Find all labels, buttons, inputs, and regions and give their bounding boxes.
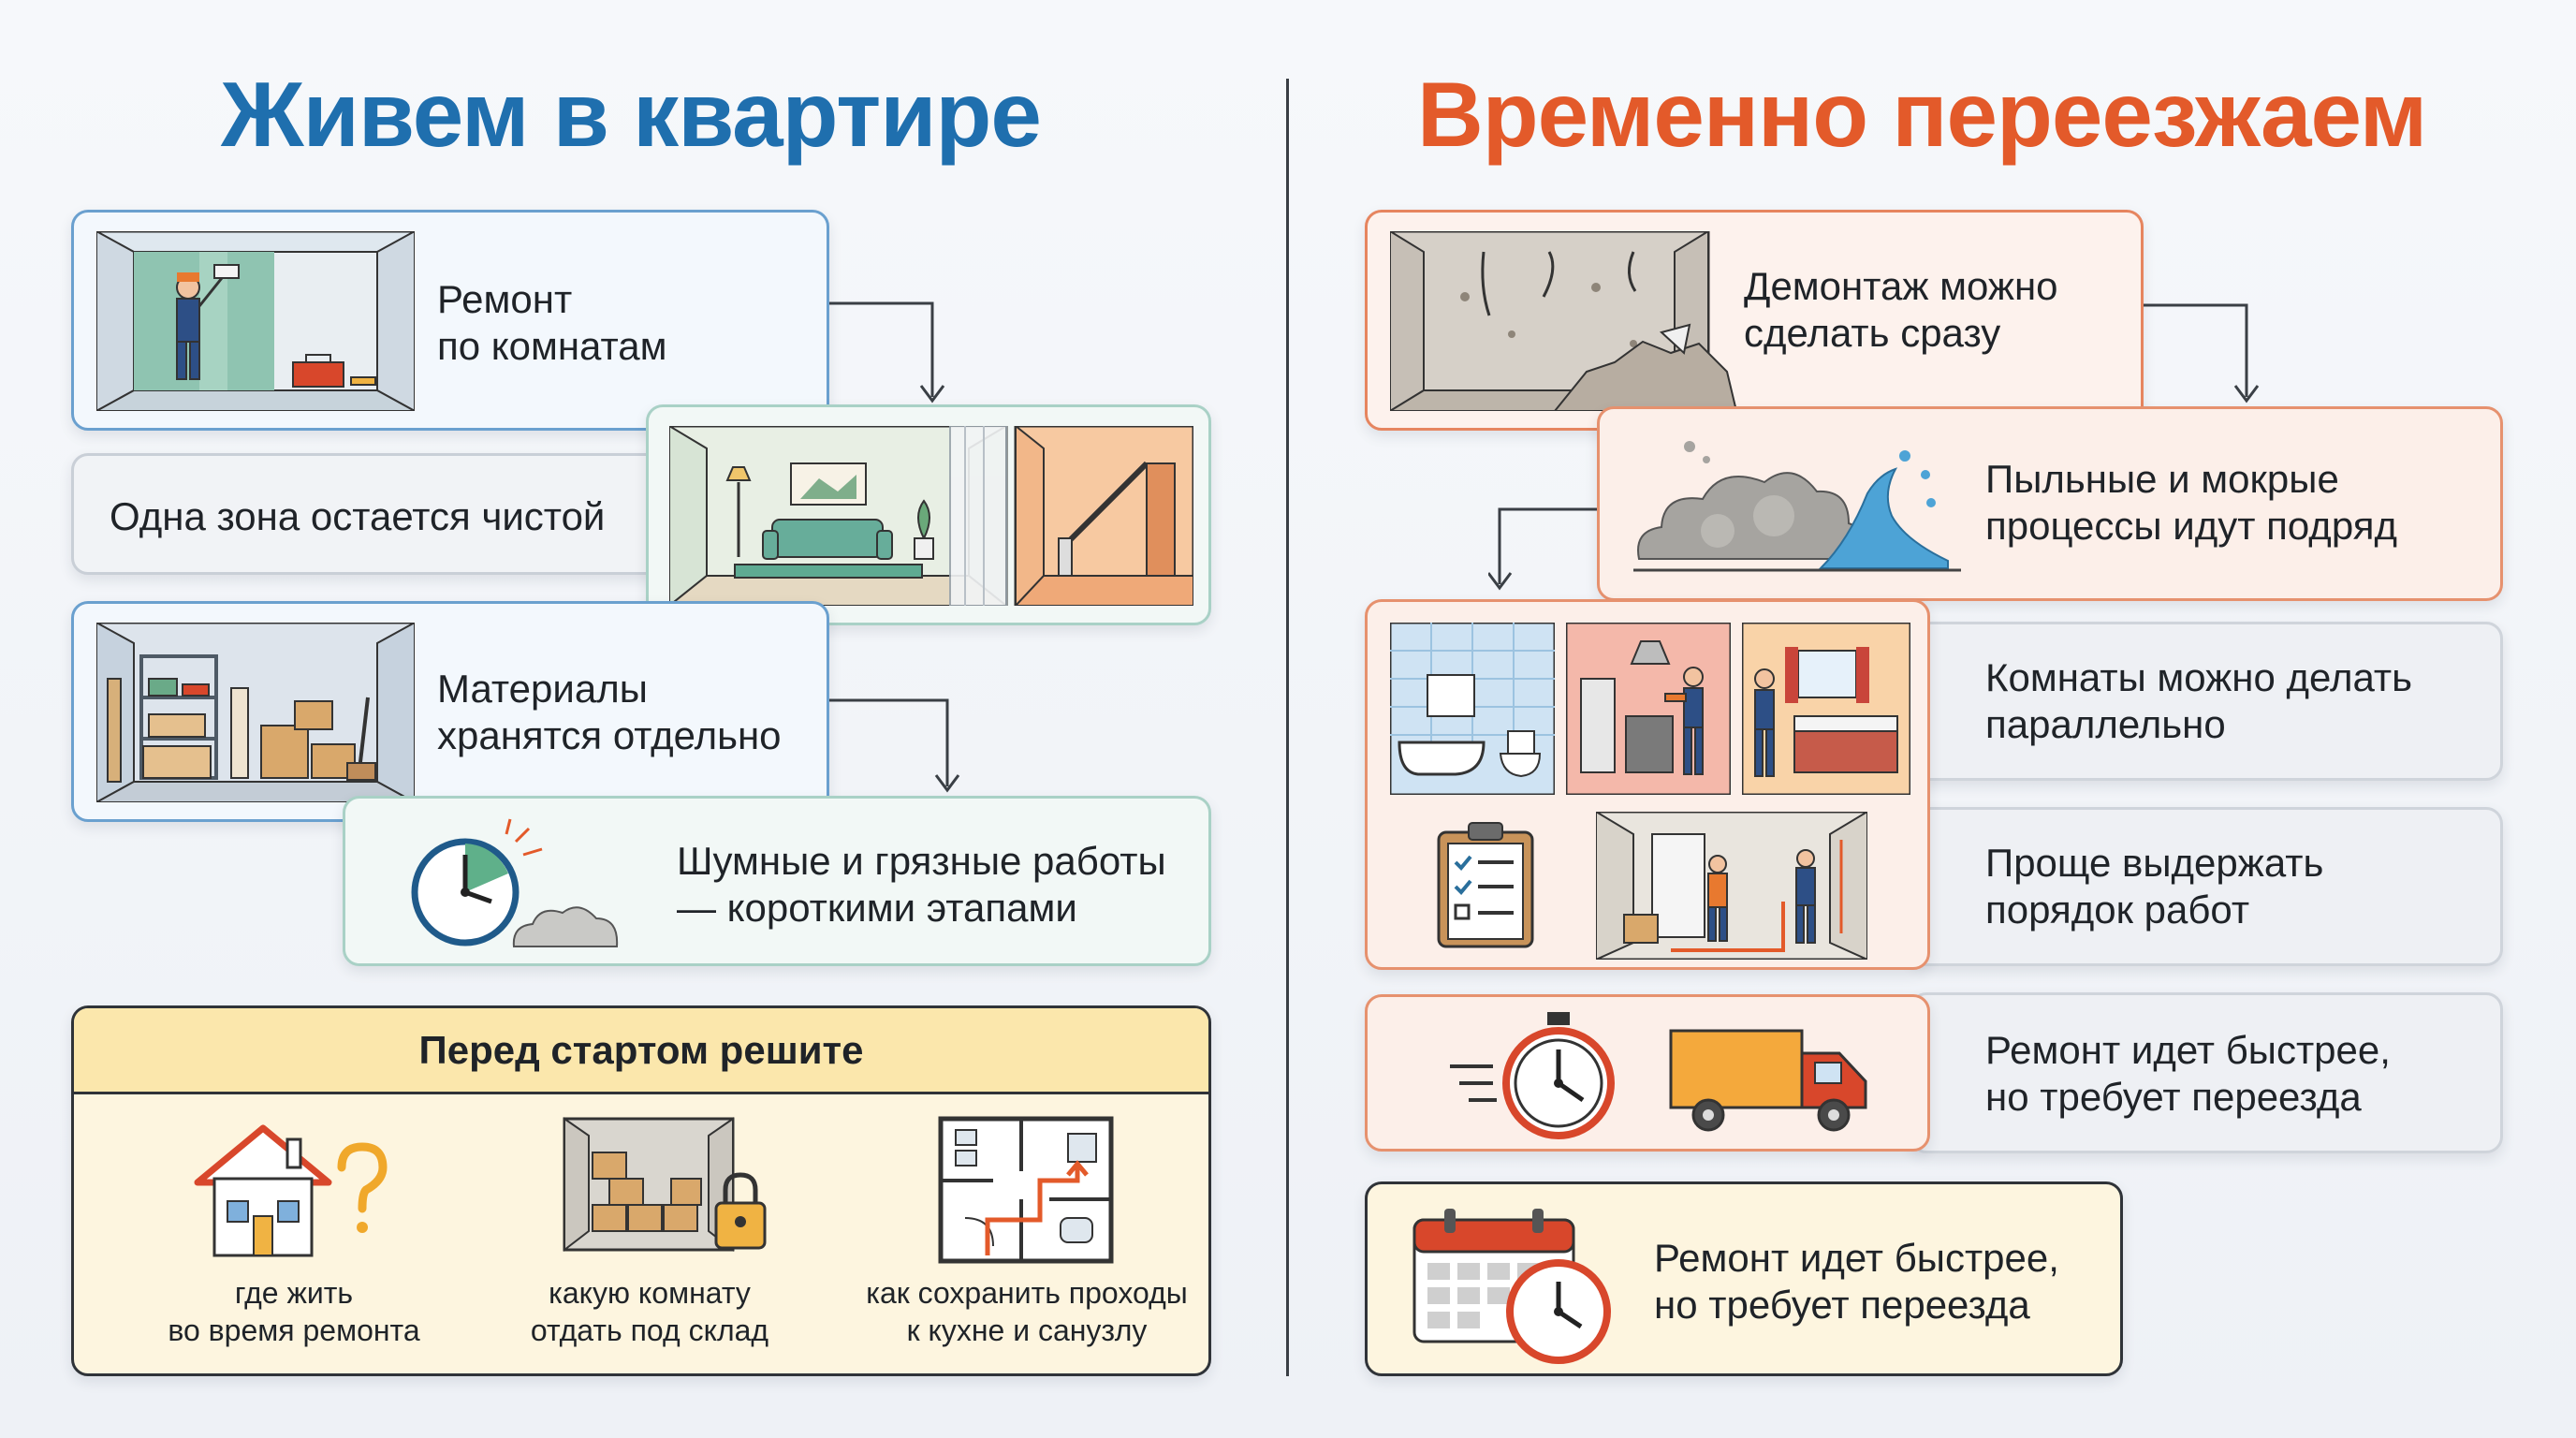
- decide-item-line: где жить: [234, 1276, 354, 1310]
- card-room-by-room: Ремонт по комнатам: [71, 210, 829, 431]
- card-materials-storage: Материалы хранятся отдельно: [71, 601, 829, 822]
- before-start-panel: Перед стартом решите где жить во время р…: [71, 1005, 1211, 1376]
- card-clean-zone-illustration: [646, 404, 1211, 625]
- decide-item-line: отдать под склад: [530, 1313, 769, 1347]
- card-text-line: Проще выдержать: [1985, 841, 2324, 885]
- painter-room-illustration: [96, 231, 415, 411]
- card-text-line: Шумные и грязные работы: [677, 839, 1166, 883]
- connector-arrow: [827, 698, 960, 793]
- bathroom-illustration: [1390, 623, 1555, 795]
- living-room-illustration: [669, 426, 1193, 606]
- card-text-line: Ремонт идет быстрее,: [1985, 1028, 2391, 1072]
- decide-item-line: как сохранить проходы: [866, 1276, 1188, 1310]
- card-clean-zone: Одна зона остается чистой: [71, 453, 670, 575]
- card-text-line: по комнатам: [437, 324, 667, 368]
- dust-water-illustration: [1633, 441, 1961, 572]
- card-text-line: параллельно: [1985, 702, 2226, 746]
- decide-item-line: во время ремонта: [168, 1313, 420, 1347]
- bedroom-illustration: [1742, 623, 1910, 795]
- card-text-line: порядок работ: [1985, 888, 2250, 932]
- decide-item-line: какую комнату: [549, 1276, 751, 1310]
- timer-dust-icon: [411, 818, 619, 947]
- card-noisy-works: Шумные и грязные работы — короткими этап…: [343, 796, 1211, 966]
- card-text-line: Ремонт идет быстрее,: [1654, 1236, 2059, 1280]
- card-dust-water: Пыльные и мокрые процессы идут подряд: [1597, 406, 2503, 601]
- calendar-clock-icon: [1412, 1209, 1611, 1364]
- kitchen-illustration: [1566, 623, 1731, 795]
- card-text-line: Ремонт: [437, 277, 573, 321]
- card-faster-move: Ремонт идет быстрее, но требует переезда: [1910, 992, 2503, 1153]
- decide-item-line: к кухне и санузлу: [906, 1313, 1148, 1347]
- card-text-line: сделать сразу: [1744, 311, 2001, 355]
- floorplan-icon: [938, 1116, 1114, 1264]
- center-divider: [1286, 79, 1289, 1376]
- demolition-room-illustration: [1390, 231, 1736, 411]
- left-title: Живем в квартире: [221, 63, 1042, 166]
- card-parallel-rooms: Комнаты можно делать параллельно: [1910, 622, 2503, 781]
- right-title: Временно переезжаем: [1417, 63, 2427, 166]
- before-start-header: Перед стартом решите: [74, 1008, 1208, 1094]
- card-text-line: Демонтаж можно: [1744, 264, 2058, 308]
- card-text-line: но требует переезда: [1654, 1283, 2030, 1327]
- house-question-icon: [194, 1124, 388, 1257]
- card-stopwatch-truck: [1365, 994, 1930, 1152]
- boxes-lock-icon: [563, 1117, 767, 1253]
- storage-room-illustration: [96, 623, 415, 802]
- card-text-line: Одна зона остается чистой: [110, 494, 606, 538]
- stopwatch-icon: [1450, 1012, 1615, 1139]
- card-text-line: — короткими этапами: [677, 886, 1077, 930]
- card-text-line: хранятся отдельно: [437, 713, 782, 757]
- moving-truck-icon: [1669, 1029, 1867, 1132]
- card-text-line: процессы идут подряд: [1985, 504, 2397, 548]
- connector-arrow: [827, 301, 945, 404]
- card-text-line: Комнаты можно делать: [1985, 655, 2413, 699]
- card-text-line: Материалы: [437, 667, 648, 711]
- workers-route-illustration: [1596, 812, 1867, 960]
- connector-arrow: [1488, 507, 1604, 591]
- card-rooms-illustration: [1365, 599, 1930, 970]
- checklist-icon: [1437, 822, 1534, 948]
- card-text-line: но требует переезда: [1985, 1075, 2362, 1119]
- card-demolition: Демонтаж можно сделать сразу: [1365, 210, 2144, 431]
- card-text-line: Пыльные и мокрые: [1985, 457, 2339, 501]
- card-calendar-move: Ремонт идет быстрее, но требует переезда: [1365, 1181, 2123, 1376]
- card-work-order: Проще выдержать порядок работ: [1910, 807, 2503, 966]
- connector-arrow: [2142, 303, 2260, 404]
